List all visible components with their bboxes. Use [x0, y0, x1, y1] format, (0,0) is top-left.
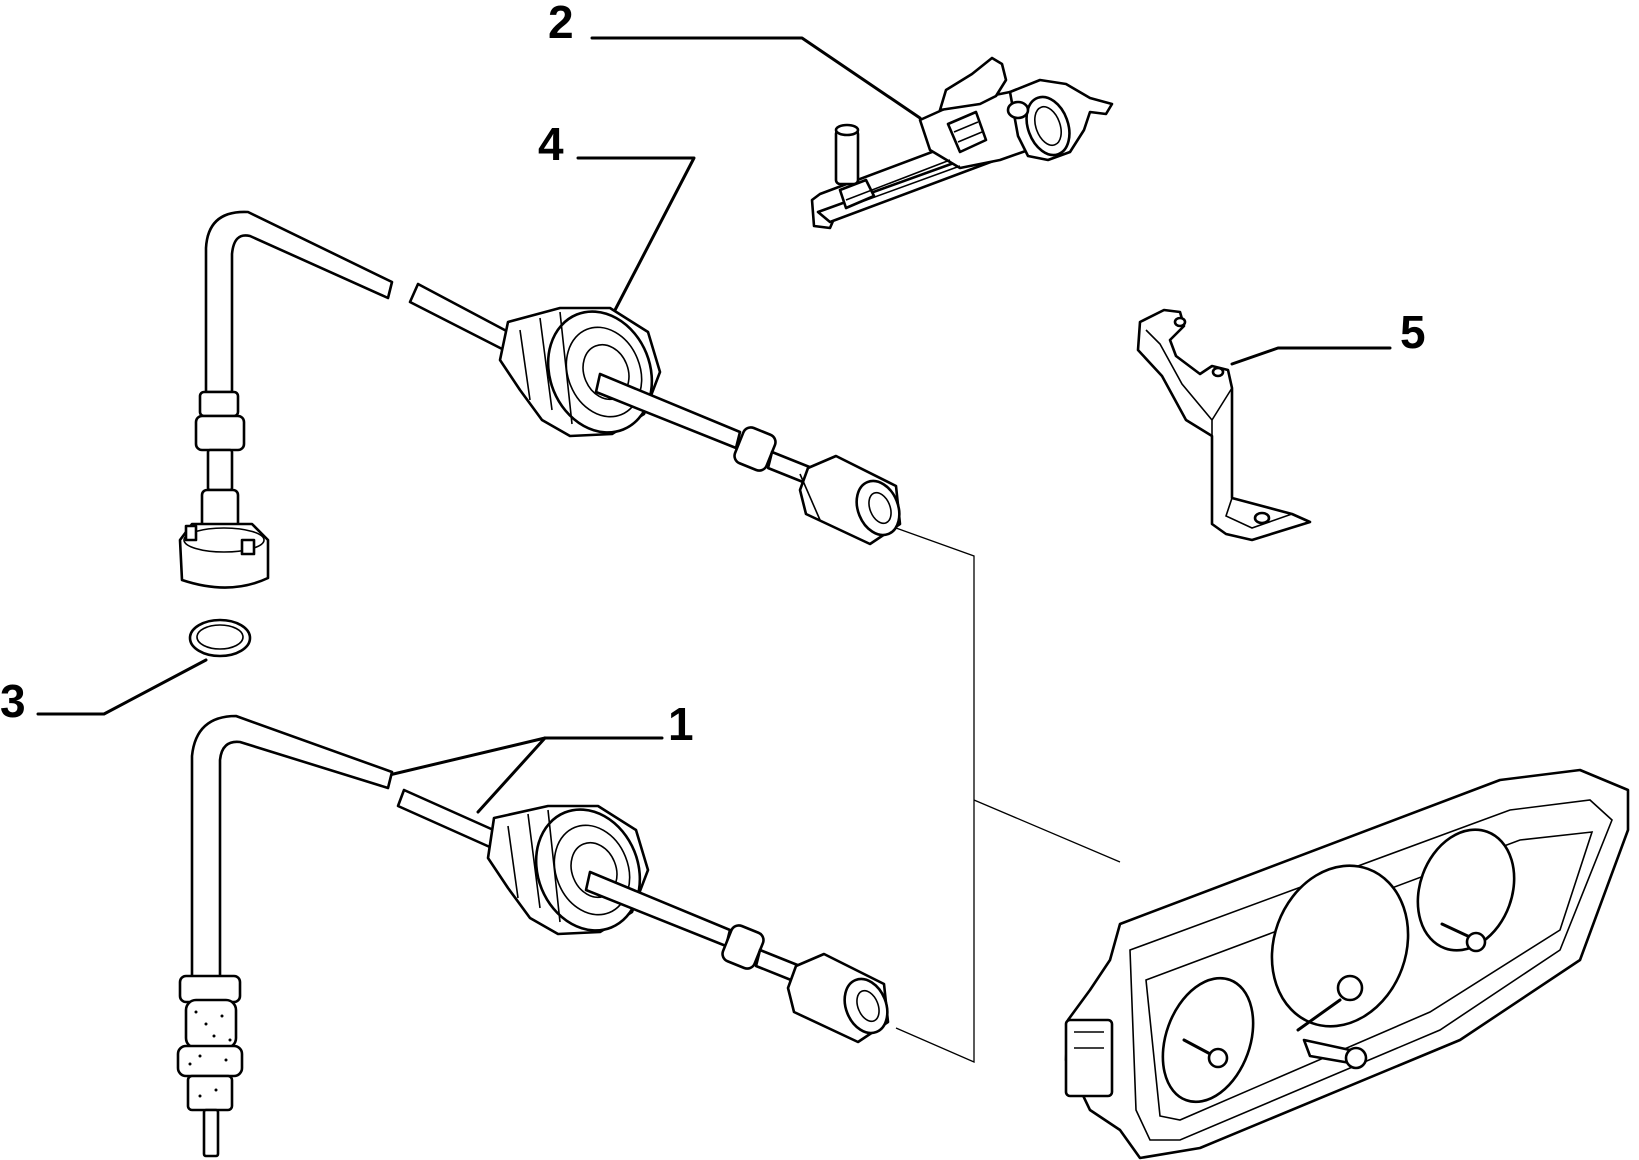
part-4-cable-upper	[178, 210, 902, 589]
part-5-bracket	[1136, 308, 1312, 542]
callout-3: 3	[0, 675, 26, 727]
leader-5	[1230, 346, 1392, 366]
callout-1: 1	[668, 698, 694, 750]
callout-5: 5	[1400, 306, 1426, 358]
leader-4	[576, 156, 696, 314]
instrument-cluster	[1064, 768, 1630, 1160]
connection-lines	[895, 527, 1121, 1063]
leader-1b	[476, 736, 547, 814]
part-2-sensor-bracket	[810, 56, 1114, 230]
part-3-o-ring	[188, 618, 252, 658]
leader-lines	[36, 36, 1392, 814]
leader-2	[590, 36, 922, 120]
callout-2: 2	[548, 0, 574, 48]
part-1-cable-lower	[176, 714, 890, 1158]
callout-4: 4	[538, 118, 564, 170]
leader-1a	[383, 736, 664, 778]
leader-3	[36, 658, 208, 716]
